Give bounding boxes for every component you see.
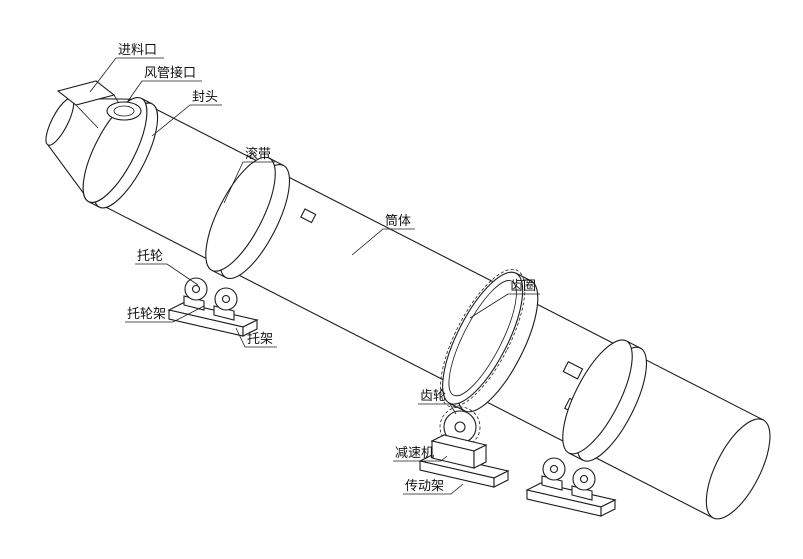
leader-support-roller-frame <box>125 305 205 323</box>
label-end-head: 封头 <box>192 90 218 105</box>
leader-end-head <box>151 104 222 137</box>
leader-shell <box>351 228 415 256</box>
leader-air-duct-port <box>127 80 202 102</box>
label-riding-ring: 滚带 <box>245 146 271 162</box>
leader-support-roller <box>135 263 199 286</box>
support-station-2 <box>526 457 616 517</box>
shell-door-3 <box>300 208 317 224</box>
drum-assembly <box>45 97 771 520</box>
gear-ring-band <box>440 268 539 413</box>
leader-drive-frame <box>403 483 464 495</box>
label-air-duct-port: 风管接口 <box>144 65 196 81</box>
riding-ring-1 <box>205 156 291 280</box>
feed-hopper <box>56 80 142 129</box>
label-drive-frame: 传动架 <box>405 479 444 494</box>
end-head-band <box>82 97 159 209</box>
label-support-roller: 托轮 <box>137 249 163 264</box>
air-duct-bore <box>113 105 135 117</box>
drum-end-face <box>705 418 771 520</box>
label-support-base: 托架 <box>247 332 273 347</box>
label-feed-inlet: 进料口 <box>118 43 157 58</box>
leader-riding-ring <box>223 161 275 204</box>
riding-ring-2 <box>562 339 648 462</box>
air-duct-flange <box>106 101 142 121</box>
gear-ring-rim <box>448 280 517 397</box>
drive-gear-hub <box>454 421 466 433</box>
leader-gear-ring <box>469 293 540 319</box>
leader-gear <box>418 403 457 415</box>
label-support-roller-frame: 托轮架 <box>127 307 166 322</box>
leader-support-base <box>235 327 277 348</box>
label-reducer: 减速机 <box>395 446 434 461</box>
head-cone-bottom-edge <box>47 144 89 200</box>
label-gear-ring: 齿圈 <box>510 279 536 294</box>
label-shell: 筒体 <box>385 213 411 229</box>
support-station-1 <box>168 277 258 337</box>
drum-bottom-edge <box>89 198 714 519</box>
leader-reducer <box>393 455 448 462</box>
reducer-side <box>473 444 487 469</box>
drum-top-edge <box>139 100 764 421</box>
drive-frame-side <box>493 470 509 488</box>
shell-door-1 <box>562 361 584 380</box>
leader-feed-inlet <box>89 57 164 93</box>
label-gear: 齿轮 <box>420 389 446 404</box>
